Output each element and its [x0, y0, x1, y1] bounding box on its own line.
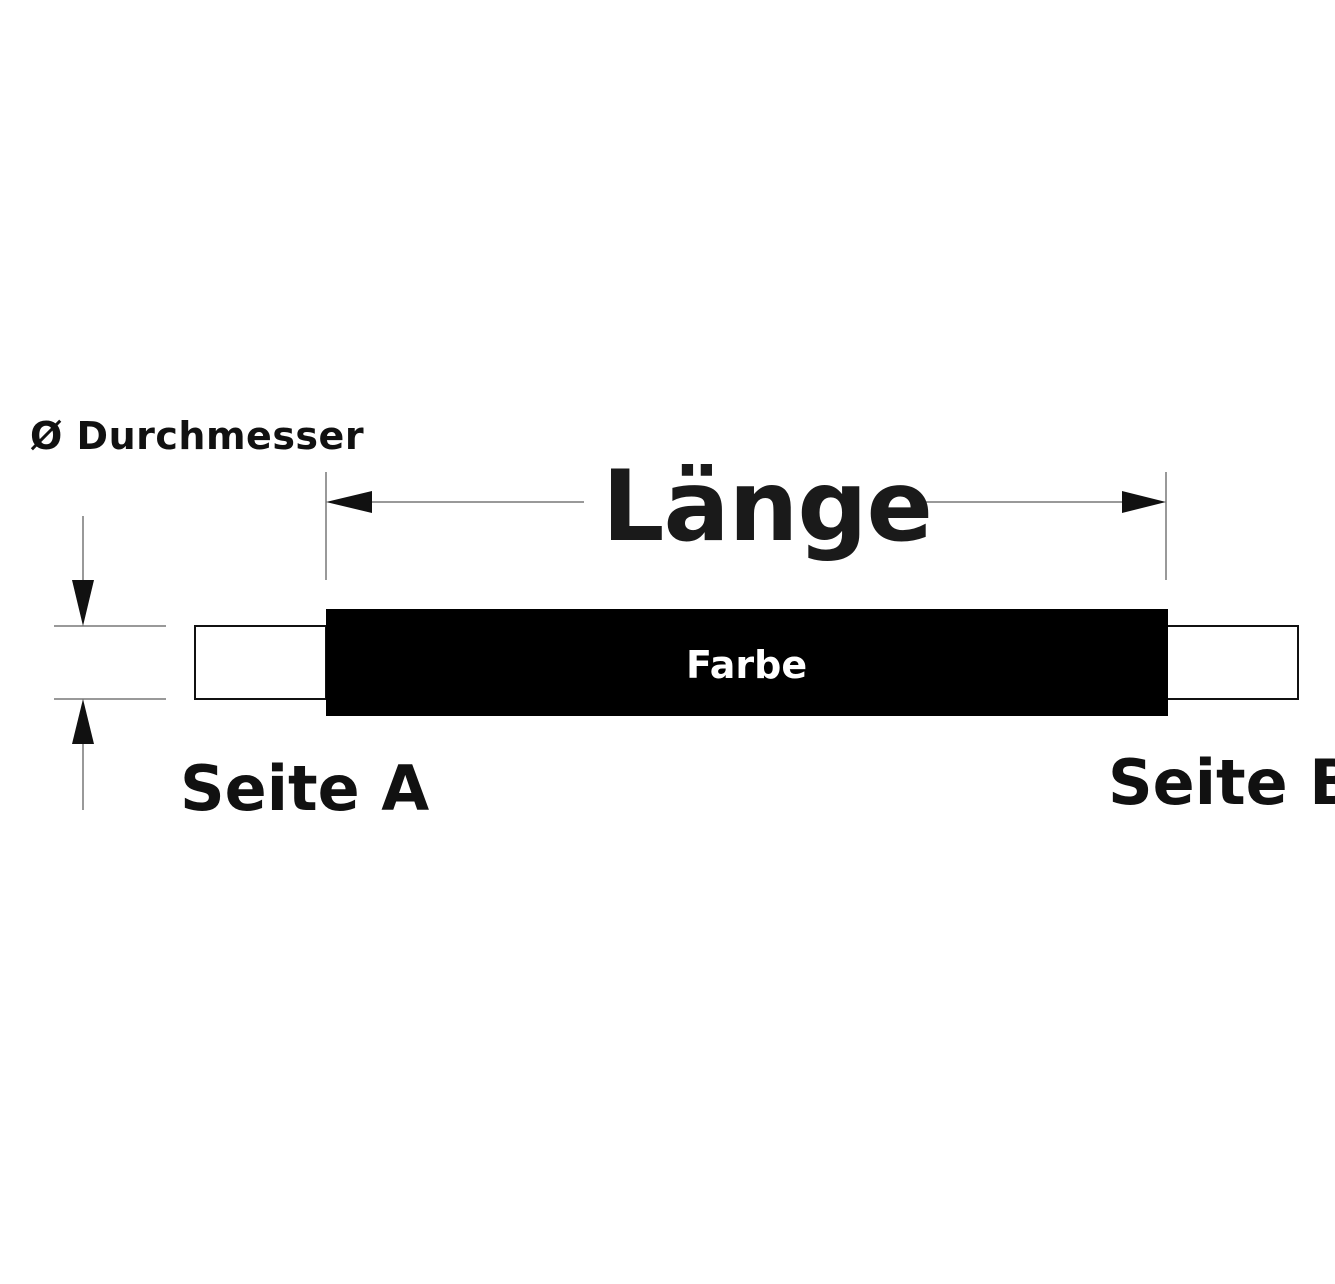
cable-end-a	[194, 625, 327, 700]
color-sleeve	[326, 609, 1168, 716]
length-arrow-left-icon	[326, 491, 372, 513]
diameter-arrow-up-icon	[72, 699, 94, 744]
diameter-label: Ø Durchmesser	[30, 414, 365, 458]
length-arrow-right-icon	[1122, 491, 1166, 513]
cable-end-b	[1166, 625, 1299, 700]
side-a-label: Seite A	[180, 752, 430, 825]
side-b-label: Seite B	[1108, 746, 1335, 819]
color-label: Farbe	[686, 643, 808, 687]
diameter-arrow-down-icon	[72, 580, 94, 626]
length-label: Länge	[602, 450, 933, 564]
